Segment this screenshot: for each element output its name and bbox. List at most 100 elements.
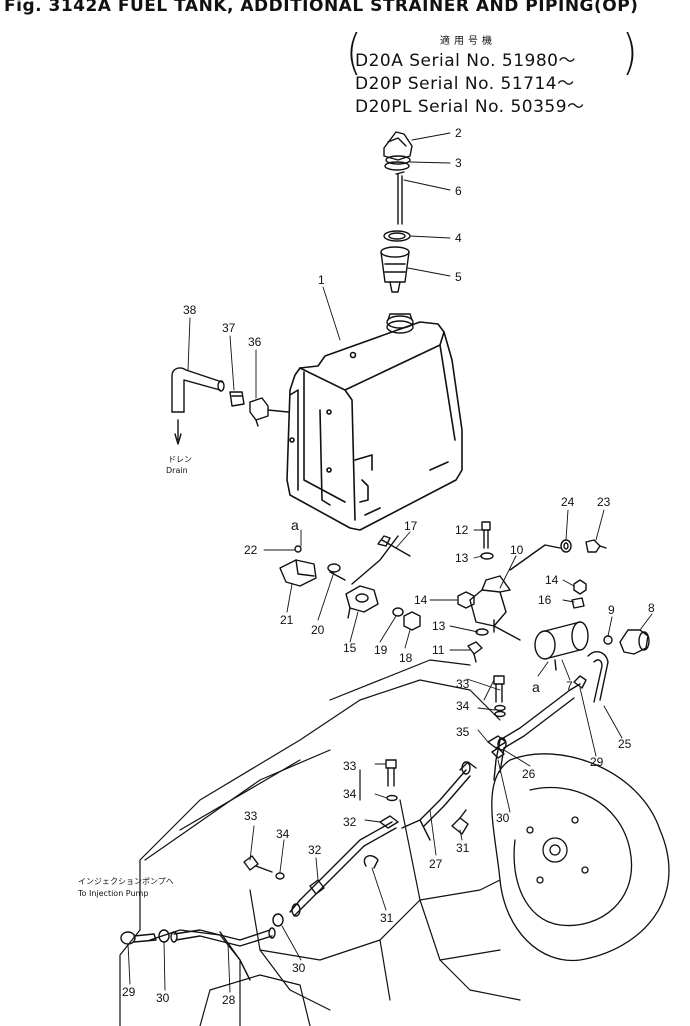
bolt-33-mid xyxy=(385,759,397,787)
pipe-clamp-32-lower xyxy=(309,879,325,895)
hose-band xyxy=(392,607,404,617)
pump-note-en: To Injection Pump xyxy=(78,889,149,898)
callout-21: 21 xyxy=(280,613,294,627)
callout-29: 29 xyxy=(122,985,136,999)
drain-adapter xyxy=(229,391,245,407)
fuel-hose-tank xyxy=(351,535,399,585)
bolt-33-top xyxy=(493,675,505,703)
drain-hose xyxy=(171,367,225,445)
callout-30-lower-right: 30 xyxy=(292,961,306,975)
callout-9: 9 xyxy=(608,603,615,617)
callout-4: 4 xyxy=(455,231,462,245)
figure-title: Fig. 3142A FUEL TANK, ADDITIONAL STRAINE… xyxy=(4,0,639,16)
callout-16: 15 xyxy=(343,641,357,655)
bolt-33-left xyxy=(243,855,273,873)
pump-note-jp: インジェクションポンプへ xyxy=(78,877,174,886)
filler-strainer xyxy=(380,246,410,293)
flywheel-outline xyxy=(491,753,670,962)
mounting-bolt-12 xyxy=(481,521,491,549)
pipe-clamp-31-upper xyxy=(363,855,379,869)
callout-23: 23 xyxy=(597,495,611,509)
callout-13-bottom: 13 xyxy=(432,619,446,633)
callout-3: 3 xyxy=(455,156,462,170)
leader-lines xyxy=(127,132,653,993)
cap-chain xyxy=(395,171,405,225)
serial-line-3: D20PL Serial No. 50359～ xyxy=(355,97,585,117)
callout-28: 28 xyxy=(222,993,236,1007)
water-separator xyxy=(534,621,589,671)
callout-14-right: 14 xyxy=(545,573,559,587)
callout-33-top: 33 xyxy=(456,677,470,691)
callout-25: 25 xyxy=(618,737,632,751)
bracket-right: ) xyxy=(622,25,638,81)
bracket-left: ( xyxy=(346,25,362,81)
fuel-pipe-25 xyxy=(587,651,609,703)
callout-31-lower: 31 xyxy=(380,911,394,925)
callout-32-upper: 32 xyxy=(343,815,357,829)
washer-15 xyxy=(571,597,585,609)
washer-34-mid xyxy=(386,794,398,802)
pipe-clamp-32-upper xyxy=(379,815,399,829)
washers-34-top xyxy=(494,704,506,718)
callout-30-right: 29 xyxy=(590,755,604,769)
hose-clamp-left xyxy=(327,563,346,581)
callout-8: 8 xyxy=(648,601,655,615)
drain-note-jp: ドレン xyxy=(168,455,192,464)
callout-26: 26 xyxy=(522,767,536,781)
pipe-clamp-30-a xyxy=(272,913,284,927)
callout-2: 2 xyxy=(455,126,462,140)
strainer-bracket xyxy=(469,575,511,633)
callout-10: 10 xyxy=(510,543,524,557)
callout-20: 20 xyxy=(311,623,325,637)
washer-34-left xyxy=(275,872,285,880)
fuel-cap xyxy=(383,131,413,165)
callout-33-left: 33 xyxy=(244,809,258,823)
serial-line-2: D20P Serial No. 51714～ xyxy=(355,74,575,94)
ref-a-top: a xyxy=(291,517,299,533)
elbow-fitting xyxy=(279,559,317,587)
engine-block-outline xyxy=(119,659,521,1026)
fuel-pipe-main xyxy=(289,821,397,917)
cap-gasket xyxy=(384,161,410,171)
fitting-washer xyxy=(294,545,302,553)
callout-34-mid: 34 xyxy=(343,787,357,801)
filler-neck xyxy=(386,313,414,334)
bolt-23 xyxy=(585,539,607,553)
strainer-o-ring xyxy=(383,230,411,242)
drain-cock xyxy=(249,397,289,427)
washer-13-top xyxy=(480,552,494,560)
plug-24 xyxy=(560,539,572,553)
callout-31-right: 31 xyxy=(456,841,470,855)
banjo-fitting xyxy=(345,585,379,619)
callout-27: 27 xyxy=(429,857,443,871)
callout-12: 12 xyxy=(455,523,469,537)
serial-line-1: D20A Serial No. 51980～ xyxy=(355,51,576,71)
callout-14-left: 14 xyxy=(414,593,428,607)
callout-30-lower-left: 30 xyxy=(156,991,170,1005)
bracket-strap xyxy=(493,544,561,641)
drain-note-en: Drain xyxy=(166,466,188,475)
hex-nut-18 xyxy=(403,611,421,631)
o-ring-9 xyxy=(603,635,613,645)
pipe-clamp-30-mid xyxy=(491,747,505,759)
callout-35: 35 xyxy=(456,725,470,739)
fuel-tank xyxy=(286,321,463,531)
callout-18: 18 xyxy=(399,651,413,665)
callout-36: 36 xyxy=(248,335,262,349)
callout-19: 19 xyxy=(374,643,388,657)
callout-17: 17 xyxy=(404,519,418,533)
callout-30-mid: 30 xyxy=(496,811,510,825)
callout-34-top: 34 xyxy=(456,699,470,713)
callout-13-top: 13 xyxy=(455,551,469,565)
callout-numbers: 2 3 6 4 5 1 38 37 36 22 21 20 15 19 18 1… xyxy=(122,126,655,1007)
callout-1: 1 xyxy=(318,273,325,287)
sight-plug xyxy=(619,629,650,655)
fuel-pipe-26 xyxy=(493,683,581,781)
bolt-11 xyxy=(467,641,483,663)
ref-a-bottom: a xyxy=(532,679,540,695)
applicable-models-label: 適用号機 xyxy=(440,36,496,47)
nut-14-left xyxy=(457,591,475,609)
callout-7: 7 xyxy=(566,679,573,693)
